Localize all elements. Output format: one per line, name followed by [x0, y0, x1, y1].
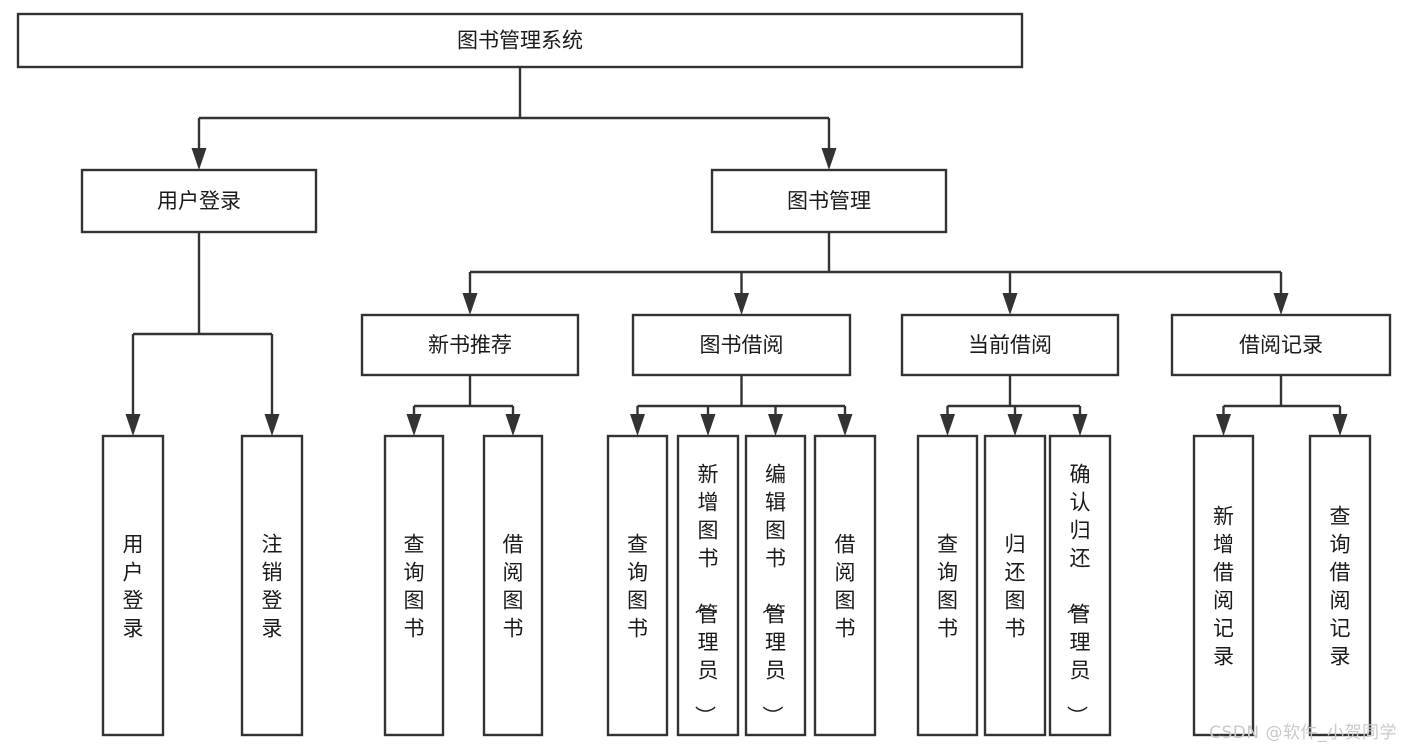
node-leaf-borrow-book-2[interactable]: 借阅图书	[813, 434, 877, 737]
connector-group-bookmgmt	[462, 232, 1289, 315]
node-box[interactable]	[900, 313, 1120, 377]
node-bookmgmt[interactable]: 图书管理	[710, 168, 948, 234]
connector-group-root	[191, 67, 837, 170]
node-label: 确认归还（管理员）	[1065, 462, 1091, 726]
node-leaf-return-book[interactable]: 归还图书	[983, 434, 1047, 737]
node-box[interactable]	[1170, 313, 1392, 377]
arrow-head-icon	[264, 414, 280, 436]
node-label: 查询图书	[627, 532, 648, 640]
node-box[interactable]	[606, 434, 669, 737]
node-label: 查询借阅记录	[1330, 504, 1351, 668]
node-label: 借阅图书	[503, 532, 524, 640]
node-leaf-query-book-3[interactable]: 查询图书	[916, 434, 979, 737]
node-leaf-query-book-1[interactable]: 查询图书	[383, 434, 445, 737]
node-leaf-add-book[interactable]: 新增图书（管理员）	[676, 434, 740, 737]
arrow-head-icon	[505, 414, 521, 436]
connector-group-newbook	[406, 375, 521, 436]
node-leaf-confirm-return[interactable]: 确认归还（管理员）	[1048, 434, 1112, 737]
node-box[interactable]	[710, 168, 948, 234]
node-label: 新书推荐	[428, 333, 512, 357]
node-box[interactable]	[383, 434, 445, 737]
node-label: 借阅记录	[1239, 333, 1323, 357]
node-label: 当前借阅	[968, 333, 1052, 357]
arrow-head-icon	[1332, 414, 1348, 436]
node-leaf-query-book-2[interactable]: 查询图书	[606, 434, 669, 737]
connector-group-current	[940, 375, 1088, 436]
arrow-head-icon	[1216, 414, 1231, 436]
node-label: 查询图书	[937, 532, 958, 640]
arrow-head-icon	[191, 148, 207, 170]
node-box[interactable]	[101, 434, 165, 737]
connector-group-login	[125, 232, 280, 436]
node-label: 归还图书	[1005, 532, 1026, 640]
node-label: 用户登录	[123, 532, 144, 640]
arrow-head-icon	[1007, 414, 1023, 436]
node-box[interactable]	[240, 434, 304, 737]
arrow-head-icon	[406, 414, 422, 436]
node-borrow[interactable]: 图书借阅	[631, 313, 852, 377]
arrow-head-icon	[125, 414, 141, 436]
node-login[interactable]: 用户登录	[80, 168, 318, 234]
arrow-head-icon	[940, 414, 955, 436]
arrow-head-icon	[1002, 293, 1018, 315]
arrow-head-icon	[734, 293, 749, 315]
node-box[interactable]	[813, 434, 877, 737]
node-label: 新增图书（管理员）	[693, 462, 719, 726]
arrow-head-icon	[768, 414, 783, 436]
node-leaf-borrow-book-1[interactable]: 借阅图书	[482, 434, 544, 737]
node-label: 图书管理	[787, 189, 871, 213]
csdn-watermark: CSDN @软件_小贺同学	[1209, 723, 1397, 743]
node-box[interactable]	[1048, 434, 1112, 737]
connector-group-records	[1216, 375, 1348, 436]
node-current[interactable]: 当前借阅	[900, 313, 1120, 377]
node-box[interactable]	[631, 313, 852, 377]
node-box[interactable]	[482, 434, 544, 737]
arrow-head-icon	[630, 414, 645, 436]
node-box[interactable]	[1308, 434, 1372, 737]
node-label: 图书借阅	[700, 333, 784, 357]
node-label: 注销登录	[262, 532, 283, 640]
node-leaf-user-login[interactable]: 用户登录	[101, 434, 165, 737]
arrow-head-icon	[1072, 414, 1088, 436]
arrow-head-icon	[837, 414, 853, 436]
arrow-head-icon	[700, 414, 716, 436]
arrow-head-icon	[821, 148, 837, 170]
node-records[interactable]: 借阅记录	[1170, 313, 1392, 377]
arrow-head-icon	[1273, 293, 1289, 315]
connectors-layer	[125, 67, 1348, 436]
node-box[interactable]	[983, 434, 1047, 737]
node-leaf-user-logout[interactable]: 注销登录	[240, 434, 304, 737]
node-box[interactable]	[80, 168, 318, 234]
node-leaf-add-record[interactable]: 新增借阅记录	[1192, 434, 1255, 737]
node-label: 图书管理系统	[457, 29, 583, 53]
node-newbook[interactable]: 新书推荐	[360, 313, 580, 377]
node-box[interactable]	[744, 434, 807, 737]
node-label: 查询图书	[404, 532, 425, 640]
connector-group-borrow	[630, 375, 853, 436]
node-box[interactable]	[1192, 434, 1255, 737]
node-label: 编辑图书（管理员）	[760, 462, 786, 726]
node-box[interactable]	[916, 434, 979, 737]
node-leaf-edit-book[interactable]: 编辑图书（管理员）	[744, 434, 807, 737]
node-label: 新增借阅记录	[1213, 504, 1234, 668]
node-root[interactable]: 图书管理系统	[16, 12, 1024, 69]
node-label: 用户登录	[157, 189, 241, 213]
node-label: 借阅图书	[835, 532, 856, 640]
node-box[interactable]	[16, 12, 1024, 69]
arrow-head-icon	[462, 293, 478, 315]
nodes-layer: 图书管理系统用户登录图书管理新书推荐图书借阅当前借阅借阅记录用户登录注销登录查询…	[16, 12, 1392, 737]
node-box[interactable]	[676, 434, 740, 737]
node-box[interactable]	[360, 313, 580, 377]
node-leaf-query-record[interactable]: 查询借阅记录	[1308, 434, 1372, 737]
